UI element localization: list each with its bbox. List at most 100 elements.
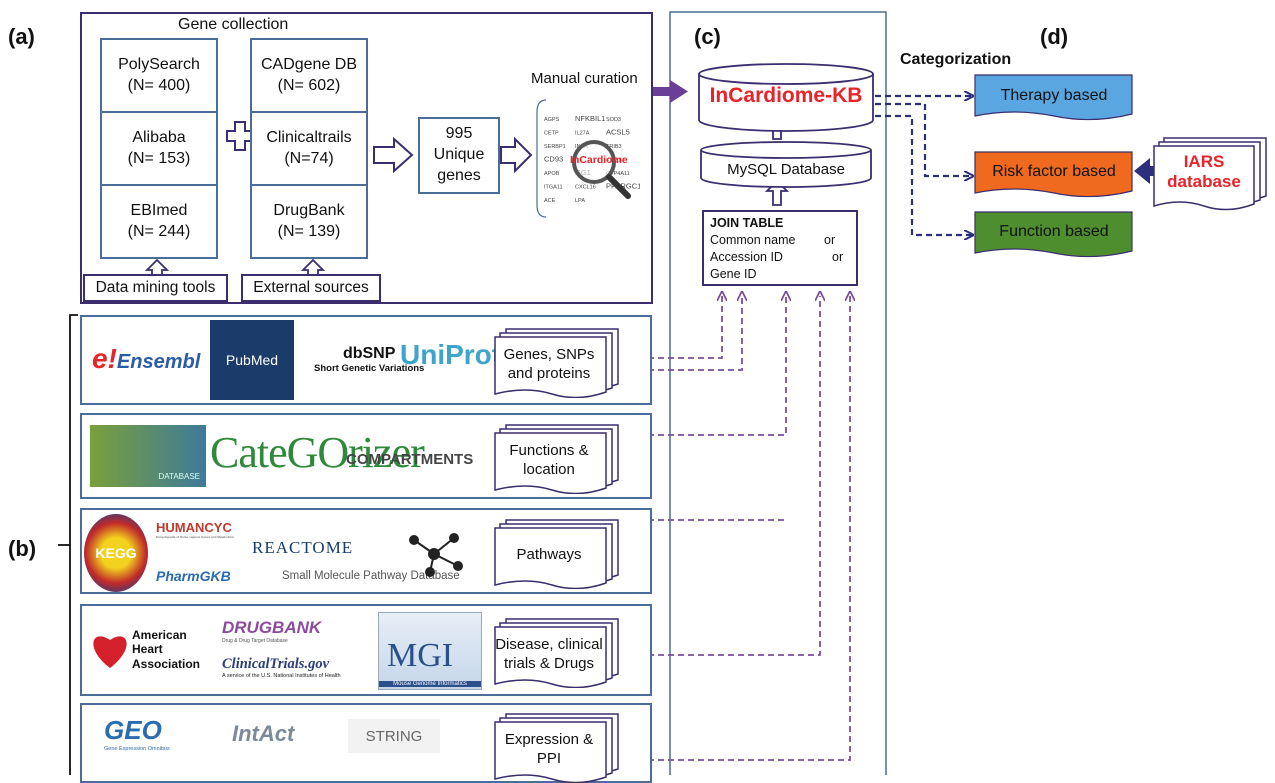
dbsnp-subtitle: Short Genetic Variations	[314, 363, 425, 374]
resource-doc-line: Disease, clinical	[495, 635, 603, 653]
aha-line1: American	[132, 628, 187, 642]
drugbank-title: DRUGBANK	[222, 618, 322, 637]
resource-doc-line: trials & Drugs	[503, 655, 595, 672]
incardiome-kb-title: InCardiome-KB	[709, 84, 863, 107]
categorization-title: Categorization	[900, 51, 1012, 68]
source-alibaba: Alibaba (N= 153)	[100, 111, 218, 186]
panel-label-d: (d)	[1040, 24, 1069, 49]
ensembl-text: Ensembl	[116, 351, 201, 373]
source-ebimed: EBImed (N= 244)	[100, 184, 218, 259]
panel-label-a: (a)	[8, 24, 35, 49]
join-field-geneid: Gene ID	[710, 266, 757, 281]
clinicaltrials-subtitle: A service of the U.S. National Institute…	[222, 673, 341, 679]
category-risk: Risk factor based	[992, 163, 1116, 180]
wordcloud-word: APOB	[544, 171, 560, 177]
kegg-logo: KEGG	[84, 514, 148, 592]
aha-logo: American Heart Association	[132, 628, 200, 671]
wordcloud-word: SOD3	[606, 117, 621, 123]
reactome-logo: REACTOME	[252, 538, 354, 557]
unique-genes-box: 995 Unique genes	[418, 117, 500, 194]
resource-doc-label: Pathways	[494, 527, 604, 583]
geo-logo: GEO Gene Expression Omnibus	[104, 715, 170, 752]
mgi-title: MGI	[387, 637, 454, 674]
resource-doc-line: Expression &	[504, 730, 594, 748]
source-count: (N= 139)	[277, 222, 341, 240]
wordcloud-graphic: AGPSNFKBIL1SOD3CETPIL27AACSL5SERBP1INSRT…	[544, 114, 640, 204]
function-shape	[974, 211, 1133, 258]
mgi-subtitle: Mouse Genome Informatics	[379, 681, 481, 687]
wordcloud-word: AGPS	[544, 117, 560, 123]
source-drugbank: DrugBank (N= 139)	[250, 184, 368, 259]
wordcloud-word: CD93	[544, 155, 563, 164]
clinicaltrials-logo: ClinicalTrials.gov A service of the U.S.…	[222, 656, 341, 679]
incardiome-kb-cylinder	[698, 63, 874, 132]
source-name: DrugBank	[273, 201, 345, 219]
resource-doc-line: Pathways	[516, 546, 582, 564]
compartments-logo: COMPARTMENTS	[346, 451, 474, 468]
drugbank-subtitle: Drug & Drug Target Database	[222, 638, 288, 644]
uniprot-logo: UniProt	[400, 339, 502, 370]
gene-collection-frame	[80, 12, 653, 304]
resource-doc-label: Expression & PPI	[494, 721, 604, 777]
humancyc-logo: HUMANCYC Encyclopedia of Homo sapiens Ge…	[156, 520, 234, 539]
source-count: (N= 400)	[127, 76, 191, 94]
aha-line3: Association	[132, 656, 201, 671]
source-count: (N=74)	[284, 149, 334, 167]
resource-doc-stack: Pathways	[494, 519, 619, 589]
david-logo: DATABASE	[90, 425, 206, 487]
data-mining-tools-label: Data mining tools	[83, 274, 228, 302]
resource-doc-line: Genes, SNPs	[503, 345, 595, 363]
clinicaltrials-title: ClinicalTrials.gov	[222, 656, 330, 672]
resource-doc-line: Functions &	[509, 441, 589, 459]
aha-heart-icon	[93, 636, 127, 668]
ensembl-e: e!	[92, 343, 117, 374]
pubmed-logo: PubMed	[210, 320, 294, 400]
aha-line2: Heart	[132, 642, 163, 657]
panel-b-bracket	[69, 314, 78, 775]
resource-doc-line: and proteins	[507, 365, 591, 382]
string-logo: STRING	[348, 719, 440, 753]
wordcloud-word: ACE	[544, 198, 556, 204]
resource-doc-label: Functions &location	[494, 432, 604, 488]
wordcloud-word: LPA	[575, 198, 585, 204]
categorizer-logo: CateGOrizer	[210, 428, 425, 477]
source-cadgene: CADgene DB (N= 602)	[250, 38, 368, 113]
category-function: Function based	[999, 223, 1109, 240]
resource-doc-line: PPI	[536, 750, 562, 767]
iars-line1: IARS	[1183, 152, 1225, 171]
curation-wordcloud: AGPSNFKBIL1SOD3CETPIL27AACSL5SERBP1INSRT…	[540, 112, 640, 215]
iars-label: IARS database	[1154, 152, 1254, 193]
drugbank-logo: DRUGBANK Drug & Drug Target Database	[222, 618, 321, 644]
dbsnp-logo: dbSNP Short Genetic Variations	[314, 345, 424, 374]
join-or-2: or	[832, 249, 844, 264]
resource-doc-label: Disease, clinical trials & Drugs	[494, 626, 604, 682]
iars-line2: database	[1167, 172, 1241, 192]
source-count: (N= 602)	[277, 76, 341, 94]
resource-doc-stack: Disease, clinical trials & Drugs	[494, 618, 619, 688]
smpdb-logo: Small Molecule Pathway Database	[282, 570, 460, 582]
source-name: EBImed	[130, 201, 188, 219]
network-icon	[409, 533, 463, 577]
source-name: PolySearch	[118, 55, 200, 73]
unique-genes-line1: 995 Unique	[433, 125, 485, 164]
source-clinicaltrials: Clinicaltrails (N=74)	[250, 111, 368, 186]
source-name: Clinicaltrails	[266, 128, 352, 146]
wordcloud-center-word: InCardiome	[570, 154, 628, 166]
resource-doc-stack: Functions &location	[494, 424, 619, 494]
resource-doc-label: Genes, SNPs and proteins	[494, 336, 604, 392]
join-or-1: or	[824, 232, 836, 247]
panel-label-c: (c)	[694, 24, 721, 49]
external-sources-label: External sources	[241, 274, 381, 302]
join-table-title: JOIN TABLE	[710, 216, 784, 230]
ensembl-logo: e!Ensembl	[92, 343, 200, 375]
wordcloud-word: CYP4A11	[606, 171, 630, 177]
gene-collection-title: Gene collection	[178, 16, 289, 33]
intact-logo: IntAct	[232, 721, 295, 746]
category-therapy: Therapy based	[1000, 87, 1108, 104]
join-field-accession: Accession ID	[710, 249, 783, 264]
pharmgkb-logo: PharmGKB	[156, 568, 231, 584]
source-name: CADgene DB	[260, 55, 358, 73]
wordcloud-word: SERBP1	[544, 144, 566, 150]
geo-title: GEO	[104, 715, 162, 745]
